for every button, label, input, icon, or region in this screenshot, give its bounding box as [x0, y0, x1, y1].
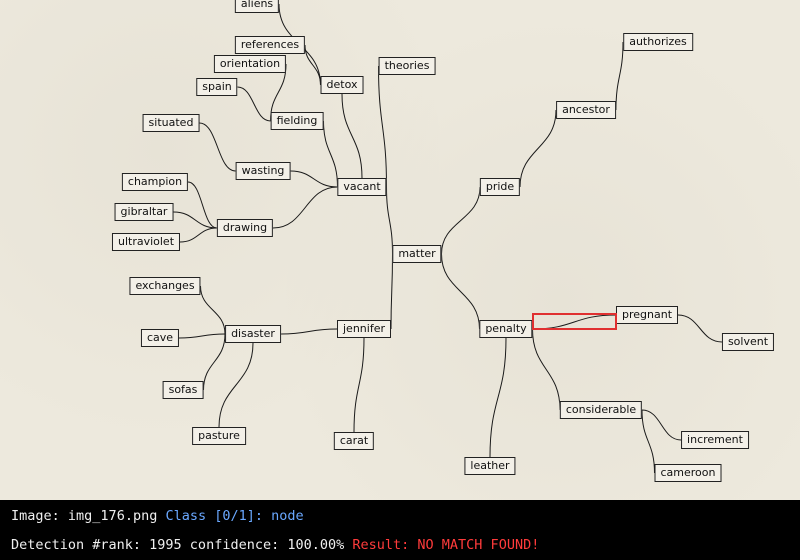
node-sofas[interactable]: sofas: [162, 381, 204, 399]
node-ancestor[interactable]: ancestor: [556, 101, 616, 119]
edge-penalty-considerable: [532, 328, 561, 411]
edge-drawing-champion: [187, 181, 218, 229]
node-cameroon[interactable]: cameroon: [654, 464, 722, 482]
node-pregnant[interactable]: pregnant: [615, 306, 679, 324]
edge-vacant-wasting: [290, 170, 338, 188]
edge-penalty-leather: [489, 337, 507, 458]
node-champion[interactable]: champion: [121, 173, 189, 191]
node-fielding[interactable]: fielding: [270, 112, 324, 130]
edge-matter-jennifer: [390, 253, 393, 330]
node-wasting[interactable]: wasting: [235, 162, 291, 180]
node-drawing[interactable]: drawing: [216, 219, 274, 237]
detection-text: Detection #rank: 1995 confidence: 100.00…: [11, 537, 345, 553]
edge-considerable-increment: [641, 409, 682, 441]
node-penalty[interactable]: penalty: [479, 320, 533, 338]
edge-matter-penalty: [441, 253, 480, 330]
node-jennifer[interactable]: jennifer: [337, 320, 391, 338]
edge-detox-references: [304, 44, 321, 86]
node-theories[interactable]: theories: [378, 57, 436, 75]
image-label: Image:: [11, 508, 60, 524]
node-increment[interactable]: increment: [681, 431, 749, 449]
edge-fielding-spain: [237, 86, 271, 122]
edge-jennifer-disaster: [280, 328, 338, 335]
image-line: Image: img_176.png Class [0/1]: node: [11, 508, 304, 524]
result-text: Result: NO MATCH FOUND!: [352, 537, 540, 553]
detection-line: Detection #rank: 1995 confidence: 100.00…: [11, 537, 539, 553]
node-aliens[interactable]: aliens: [234, 0, 280, 13]
node-leather[interactable]: leather: [464, 457, 516, 475]
edge-considerable-cameroon: [641, 409, 655, 474]
node-considerable[interactable]: considerable: [559, 401, 643, 419]
node-pasture[interactable]: pasture: [192, 427, 246, 445]
edge-drawing-ultraviolet: [179, 227, 218, 243]
edge-ancestor-authorizes: [615, 41, 624, 111]
edge-vacant-detox: [341, 93, 363, 179]
class-value: node: [271, 508, 304, 524]
node-cave[interactable]: cave: [140, 329, 180, 347]
edge-wasting-situated: [199, 122, 236, 172]
edge-pride-ancestor: [519, 109, 557, 188]
node-references[interactable]: references: [234, 36, 306, 54]
edge-pregnant-solvent: [677, 314, 723, 343]
node-vacant[interactable]: vacant: [337, 178, 387, 196]
edge-disaster-cave: [178, 333, 226, 339]
node-exchanges[interactable]: exchanges: [129, 277, 201, 295]
edge-vacant-fielding: [323, 120, 338, 188]
status-bar: Image: img_176.png Class [0/1]: node Det…: [0, 500, 800, 560]
edge-vacant-drawing: [272, 186, 338, 229]
detection-highlight-box: [532, 313, 617, 330]
node-situated[interactable]: situated: [142, 114, 200, 132]
edge-drawing-gibraltar: [173, 211, 218, 229]
node-matter[interactable]: matter: [392, 245, 442, 263]
node-solvent[interactable]: solvent: [721, 333, 775, 351]
node-spain[interactable]: spain: [196, 78, 238, 96]
node-disaster[interactable]: disaster: [225, 325, 281, 343]
node-authorizes[interactable]: authorizes: [623, 33, 693, 51]
edge-matter-pride: [441, 186, 481, 255]
image-name: img_176.png: [67, 508, 158, 524]
node-detox[interactable]: detox: [320, 76, 364, 94]
edge-matter-vacant: [386, 186, 393, 255]
node-carat[interactable]: carat: [333, 432, 375, 450]
node-ultraviolet[interactable]: ultraviolet: [111, 233, 181, 251]
edge-disaster-sofas: [203, 333, 226, 391]
node-pride[interactable]: pride: [479, 178, 521, 196]
edge-vacant-theories: [378, 65, 387, 188]
class-label: Class [0/1]:: [165, 508, 264, 524]
edge-disaster-pasture: [218, 342, 254, 428]
node-gibraltar[interactable]: gibraltar: [114, 203, 174, 221]
edge-jennifer-carat: [353, 337, 365, 433]
edge-disaster-exchanges: [200, 285, 226, 335]
node-orientation[interactable]: orientation: [213, 55, 287, 73]
